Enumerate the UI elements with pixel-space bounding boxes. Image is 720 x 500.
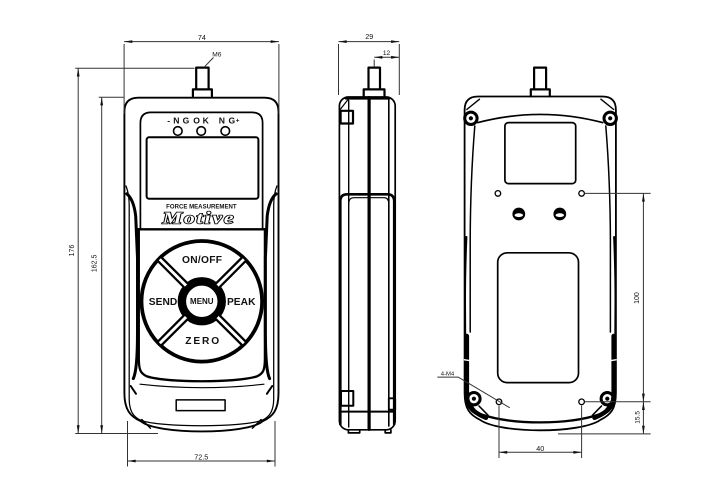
svg-text:4-M4: 4-M4 [441,371,455,377]
svg-text:100: 100 [634,292,641,304]
svg-text:74: 74 [198,33,206,42]
svg-text:Motive: Motive [161,210,235,228]
svg-text:15.5: 15.5 [634,411,641,424]
svg-text:FORCE MEASUREMENT: FORCE MEASUREMENT [166,204,237,211]
svg-text:+: + [236,117,240,124]
svg-text:PEAK: PEAK [227,297,256,308]
svg-text:ON/OFF: ON/OFF [182,255,222,266]
svg-text:-NG: -NG [167,116,189,126]
svg-text:ZERO: ZERO [185,336,219,347]
svg-text:162.5: 162.5 [92,255,99,273]
svg-text:MENU: MENU [190,297,214,306]
svg-text:72.5: 72.5 [194,453,208,462]
svg-text:12: 12 [383,50,391,57]
svg-text:SEND: SEND [149,297,178,308]
svg-text:M6: M6 [212,52,221,59]
svg-text:176: 176 [69,245,76,257]
svg-text:29: 29 [365,32,373,41]
svg-text:40: 40 [536,444,544,453]
